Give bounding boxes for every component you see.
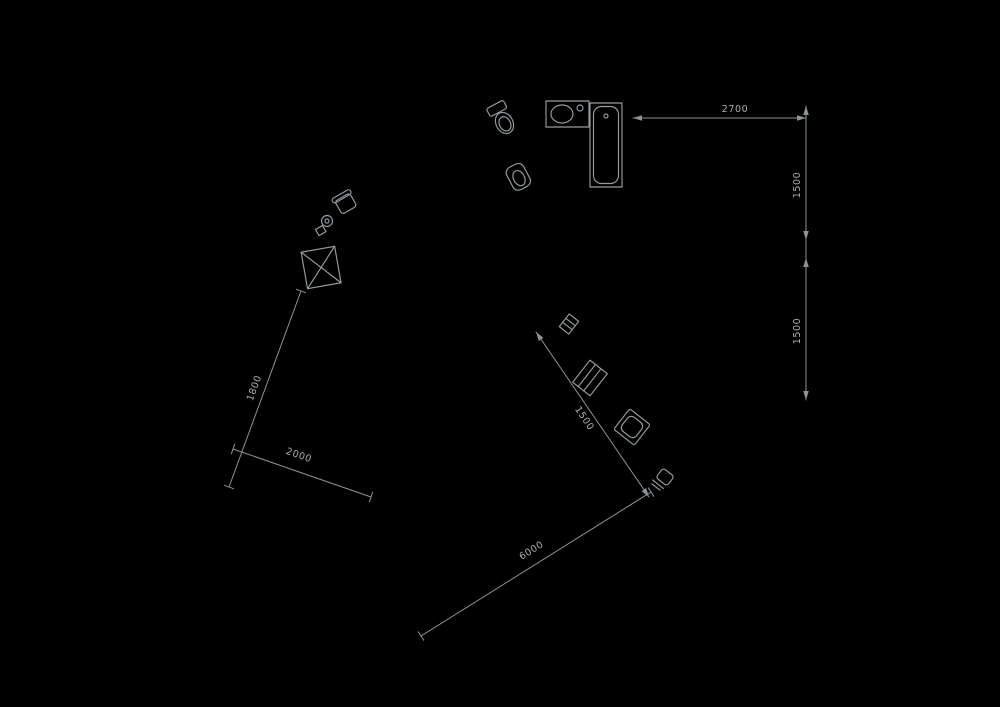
toilet-icon: [486, 100, 515, 135]
dimension-cross-diagonal-label: 2000: [284, 446, 313, 465]
dimension-right: 1500 1500: [792, 105, 809, 401]
dimension-mid-diagonal: 1500: [535, 331, 650, 498]
armchair-icon: [613, 408, 651, 446]
lamp-icon: [320, 214, 334, 228]
dimension-right-lower-label: 1500: [792, 318, 803, 345]
chair-icon: [331, 189, 357, 214]
cabinet-icon: [572, 359, 608, 397]
dimension-long-diagonal-label: 6000: [517, 539, 545, 562]
small-box-icon: [314, 224, 327, 237]
stool-icon: [558, 313, 580, 335]
dimension-long-diagonal: 6000: [417, 487, 655, 641]
bidet-icon: [505, 162, 532, 191]
washbasin-icon: [545, 100, 590, 128]
side-table-icon: [651, 468, 674, 491]
dimension-mid-diagonal-label: 1500: [572, 405, 596, 433]
bathroom-fixtures: [486, 100, 623, 191]
dimension-cross-diagonal: 2000: [230, 443, 374, 503]
dimension-top: 2700: [632, 104, 807, 121]
dimension-top-label: 2700: [722, 104, 749, 115]
dimension-right-upper-label: 1500: [792, 172, 803, 199]
mid-furniture-group: [558, 313, 674, 491]
left-furniture-group: [300, 189, 357, 290]
bathtub-icon: [589, 102, 623, 188]
window-x-icon: [300, 245, 342, 290]
